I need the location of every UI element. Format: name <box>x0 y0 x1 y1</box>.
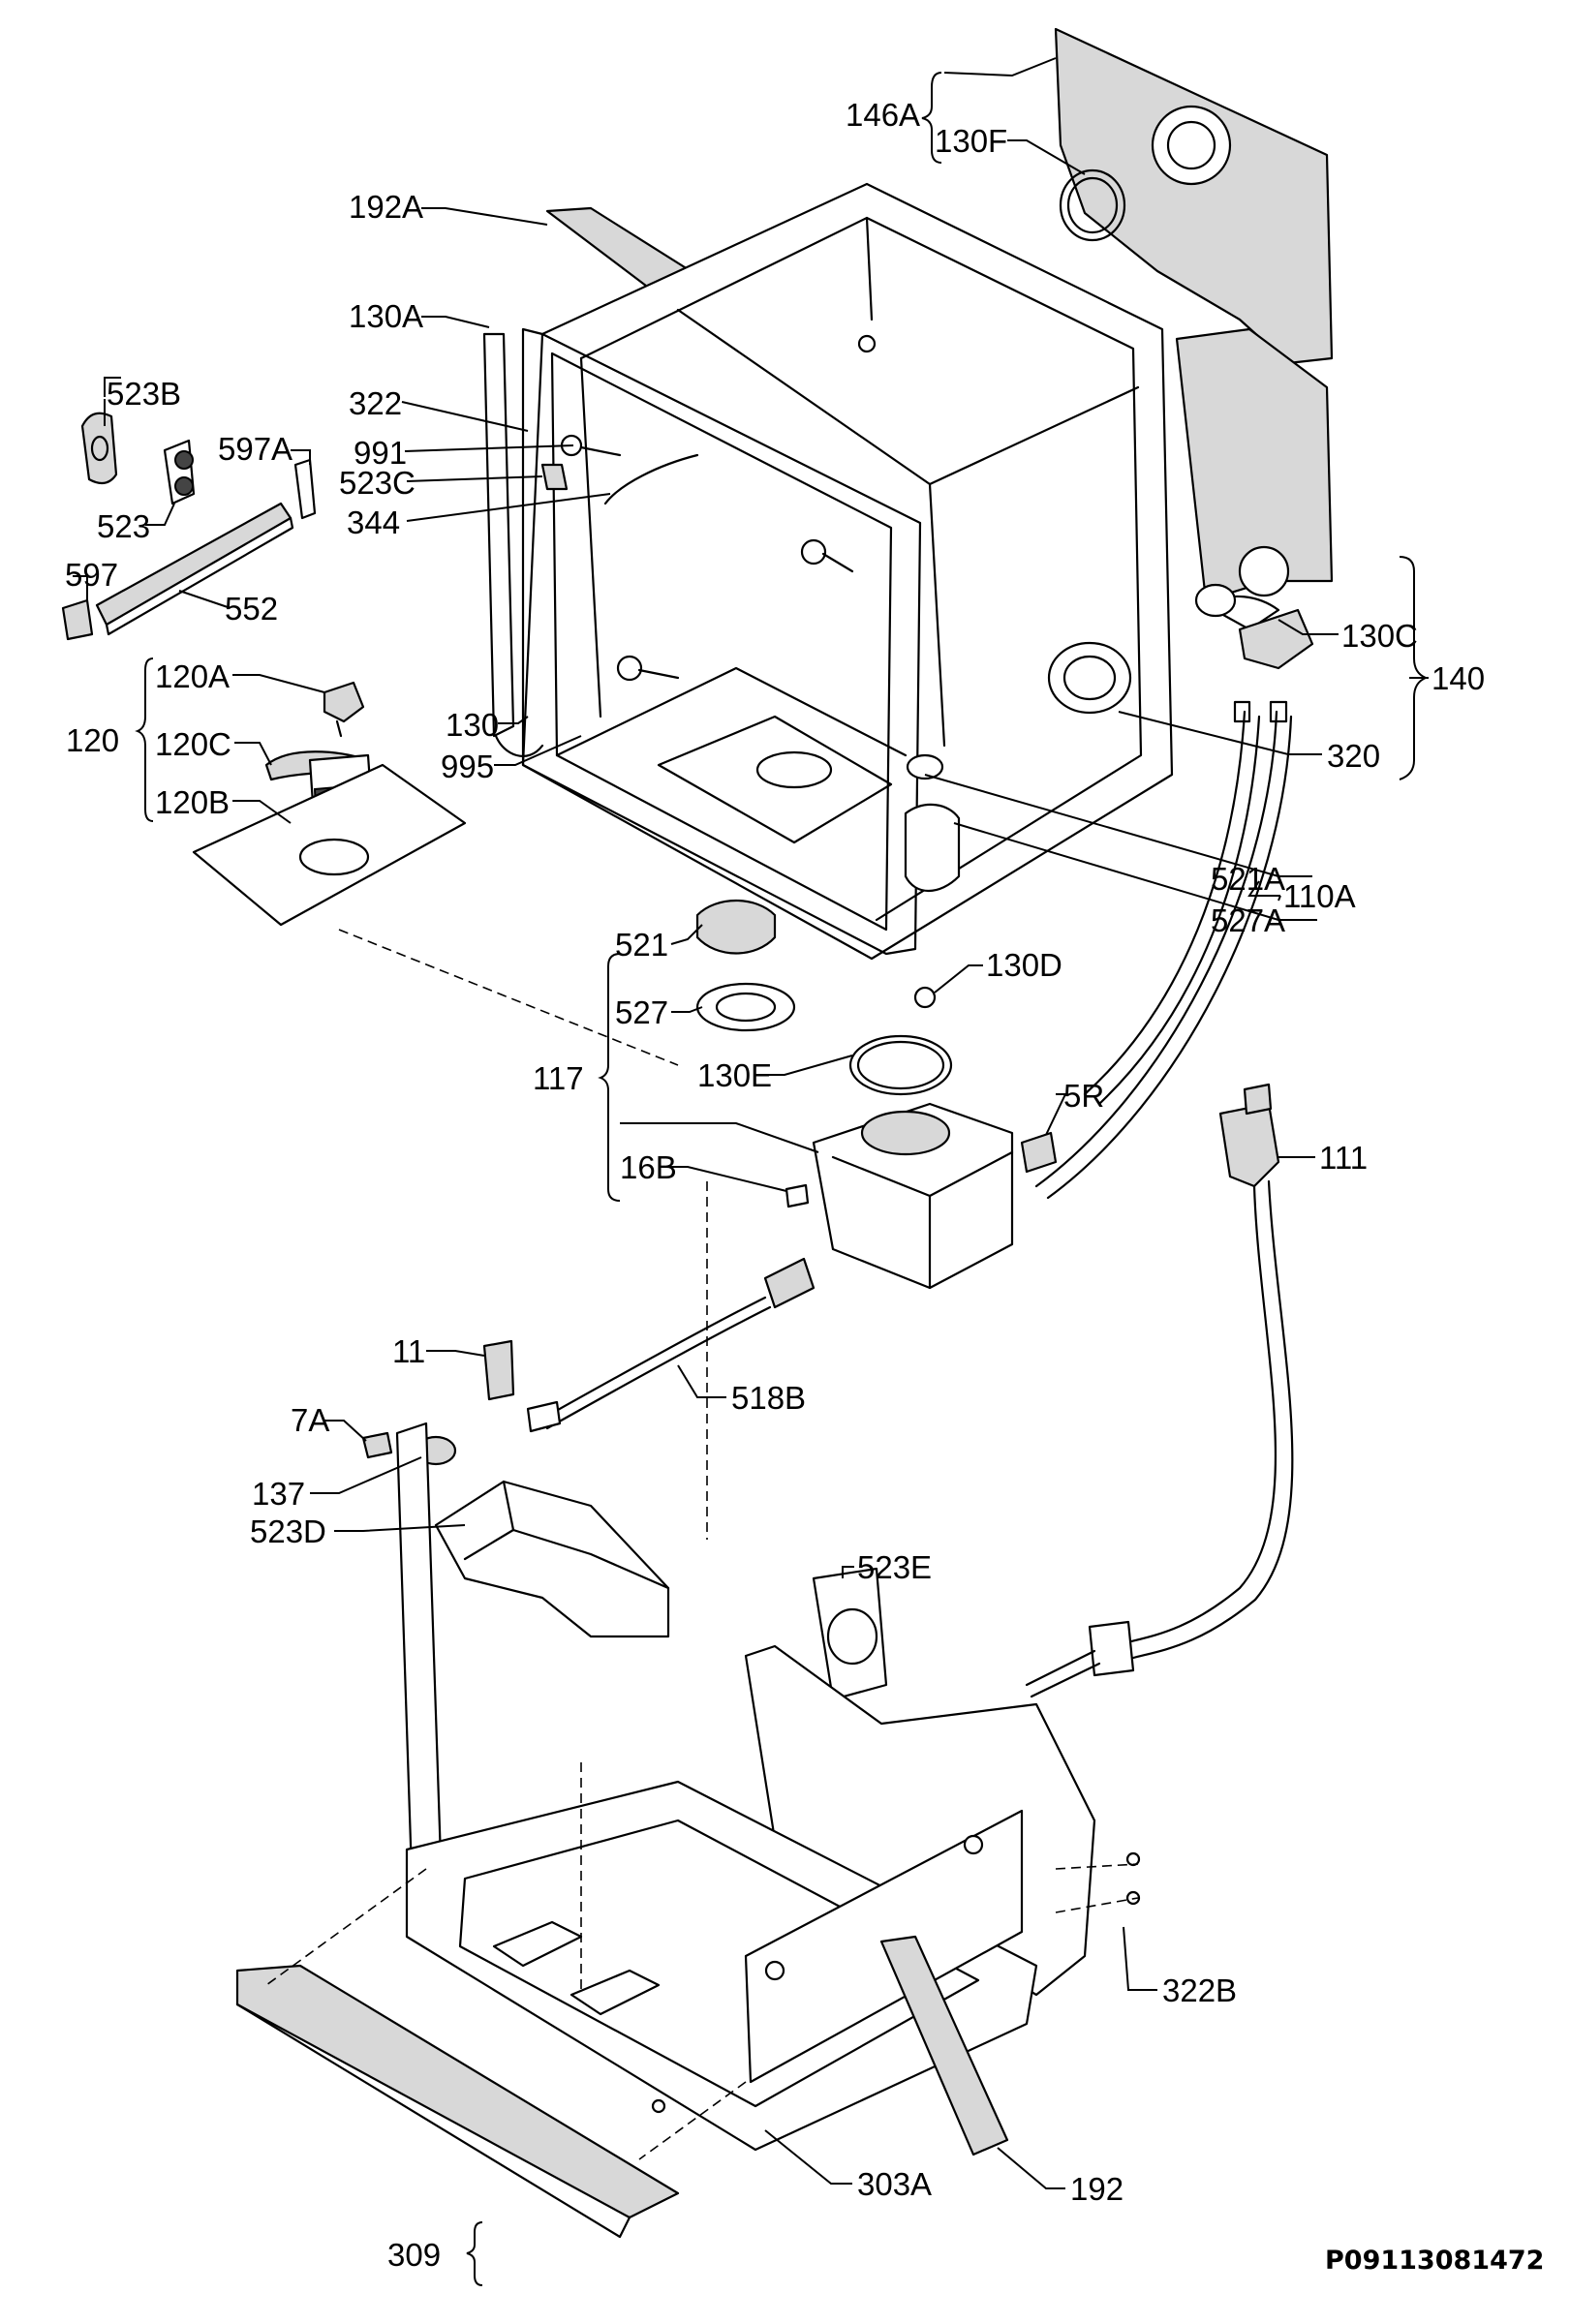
part-111-drain-hose <box>1025 1083 1294 1698</box>
label-137: 137 <box>252 1476 305 1512</box>
label-130C: 130C <box>1341 618 1418 654</box>
label-523: 523 <box>97 508 150 544</box>
label-140: 140 <box>1431 660 1485 696</box>
part-120-filter-set <box>192 681 467 927</box>
label-130F: 130F <box>935 123 1007 159</box>
label-527: 527 <box>615 994 668 1030</box>
label-146A: 146A <box>846 97 920 133</box>
label-7A: 7A <box>291 1402 329 1438</box>
label-11: 11 <box>392 1333 425 1369</box>
label-303A: 303A <box>857 2166 932 2202</box>
reference-code: P09113081472 <box>1325 2246 1544 2276</box>
label-995: 995 <box>441 749 494 784</box>
label-597A: 597A <box>218 431 292 467</box>
label-523E: 523E <box>857 1549 932 1585</box>
part-door-hinge-set <box>61 412 317 641</box>
label-518B: 518B <box>731 1380 806 1416</box>
label-521: 521 <box>615 927 668 963</box>
part-main-tub <box>521 182 1174 961</box>
label-192A: 192A <box>349 189 423 225</box>
label-523C: 523C <box>339 465 416 501</box>
label-16B: 16B <box>620 1149 677 1185</box>
part-140-pressure-assembly <box>1175 327 1334 670</box>
label-130D: 130D <box>986 947 1062 983</box>
label-320: 320 <box>1327 738 1380 774</box>
label-117: 117 <box>533 1060 584 1096</box>
label-130E: 130E <box>697 1057 772 1093</box>
label-120: 120 <box>66 722 119 758</box>
label-521A: 521A <box>1211 861 1285 897</box>
label-597: 597 <box>65 557 118 593</box>
label-120A: 120A <box>155 658 230 694</box>
label-322: 322 <box>349 385 402 421</box>
label-527A: 527A <box>1211 902 1285 938</box>
part-130F-gasket <box>1059 168 1126 242</box>
leader-lines <box>73 57 1429 2189</box>
label-344: 344 <box>347 505 400 540</box>
part-labels: 146A 130F 192A 130A 523B 597A 322 991 52… <box>65 97 1544 2276</box>
label-523B: 523B <box>107 376 181 412</box>
part-110A-hoses <box>1034 700 1293 1200</box>
label-110A: 110A <box>1283 878 1356 914</box>
label-322B: 322B <box>1162 1972 1237 2008</box>
label-111: 111 <box>1319 1140 1368 1176</box>
label-130A: 130A <box>349 298 423 334</box>
label-192: 192 <box>1070 2171 1124 2207</box>
part-130-door-seals <box>482 332 544 757</box>
label-552: 552 <box>225 591 278 627</box>
label-120C: 120C <box>155 726 231 762</box>
label-130: 130 <box>446 707 499 743</box>
label-991: 991 <box>354 435 407 471</box>
part-tub-screws <box>540 434 854 682</box>
label-120B: 120B <box>155 784 230 820</box>
part-base-frame <box>235 929 1141 2239</box>
part-146A-rear-panel <box>1054 27 1334 365</box>
label-309: 309 <box>387 2237 441 2273</box>
label-5R: 5R <box>1063 1078 1104 1114</box>
part-117-sump-assembly <box>695 753 1058 1290</box>
label-523D: 523D <box>250 1514 326 1549</box>
